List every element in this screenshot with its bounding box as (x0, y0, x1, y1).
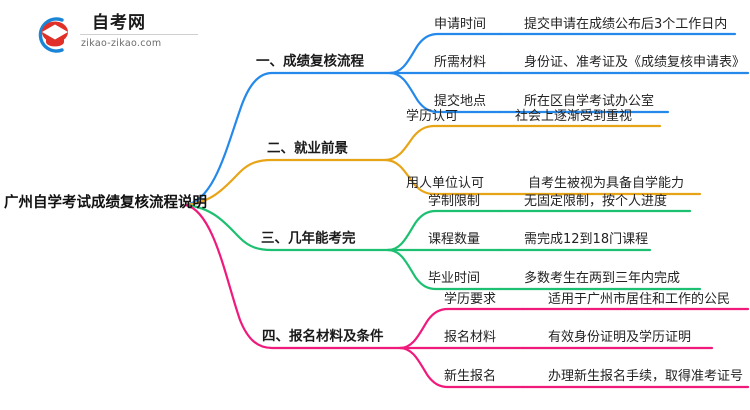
branch-node-1-label: 一、成绩复核流程 (256, 53, 364, 70)
branch-2-to-sub-2-line (383, 158, 502, 196)
sub-node-2-1-label: 学历认可 (406, 109, 459, 124)
leaf-node-2-1[interactable]: 社会上逐渐受到重视 (515, 110, 632, 123)
sub-node-2-1[interactable]: 学历认可 (406, 110, 458, 123)
leaf-node-1-3[interactable]: 所在区自学考试办公室 (524, 95, 654, 108)
sub-node-4-2[interactable]: 报名材料 (444, 331, 496, 344)
sub-node-3-2-label: 课程数量 (428, 232, 481, 247)
sub-node-4-1[interactable]: 学历要求 (444, 293, 496, 306)
leaf-node-3-3-label: 多数考生在两到三年内完成 (524, 271, 681, 286)
sub-node-4-3[interactable]: 新生报名 (444, 370, 496, 383)
leaf-node-3-2-label: 需完成12到18门课程 (524, 232, 649, 247)
sub-node-1-3-label: 提交地点 (434, 94, 487, 109)
branch-node-4-label: 四、报名材料及条件 (262, 328, 384, 345)
branch-node-3-label: 三、几年能考完 (261, 230, 356, 247)
sub-node-3-3-label: 毕业时间 (428, 271, 481, 286)
site-logo: 自考网 zikao-zikao.com (30, 12, 200, 58)
branch-1-to-sub-3-line (388, 71, 502, 114)
leaf-node-4-3-label: 办理新生报名手续，取得准考证号 (548, 369, 744, 384)
leaf-node-2-2[interactable]: 自考生被视为具备自学能力 (528, 177, 684, 190)
root-to-branch-4-line (184, 203, 402, 350)
root-node-label: 广州自学考试成绩复核流程说明 (4, 195, 207, 211)
leaf-node-2-2-label: 自考生被视为具备自学能力 (528, 176, 685, 191)
leaf-node-4-1-label: 适用于广州市居住和工作的公民 (548, 292, 731, 307)
branch-node-2[interactable]: 二、就业前景 (267, 140, 348, 157)
logo-text-block: 自考网 zikao-zikao.com (80, 13, 198, 50)
sub-node-3-2[interactable]: 课程数量 (428, 233, 480, 246)
leaf-node-3-1-label: 无固定限制，按个人进度 (524, 194, 668, 209)
branch-3-to-sub-1-line (386, 209, 502, 252)
leaf-node-4-3[interactable]: 办理新生报名手续，取得准考证号 (548, 370, 743, 383)
root-node[interactable]: 广州自学考试成绩复核流程说明 (4, 196, 207, 211)
sub-node-3-1-label: 学制限制 (428, 194, 481, 209)
leaf-node-4-2[interactable]: 有效身份证明及学历证明 (548, 331, 691, 344)
sub-node-4-3-label: 新生报名 (444, 369, 497, 384)
leaf-node-4-1[interactable]: 适用于广州市居住和工作的公民 (548, 293, 730, 306)
branch-4-to-sub-3-line (398, 346, 525, 389)
branch-node-4[interactable]: 四、报名材料及条件 (262, 328, 384, 345)
sub-node-1-1-label: 申请时间 (434, 17, 487, 32)
sub-node-1-2-label: 所需材料 (434, 55, 487, 70)
leaf-node-1-2[interactable]: 身份证、准考证及《成绩复核申请表》 (524, 56, 745, 69)
sub-node-4-2-label: 报名材料 (444, 330, 497, 345)
leaf-node-1-2-label: 身份证、准考证及《成绩复核申请表》 (524, 55, 746, 70)
leaf-node-3-3[interactable]: 多数考生在两到三年内完成 (524, 272, 680, 285)
leaf-node-1-1-label: 提交申请在成绩公布后3个工作日内 (524, 17, 728, 32)
sub-node-1-3[interactable]: 提交地点 (434, 95, 486, 108)
root-to-branch-1-line (184, 71, 392, 207)
branch-2-to-sub-1-line (383, 124, 502, 162)
sub-node-3-3[interactable]: 毕业时间 (428, 272, 480, 285)
sub-node-1-2[interactable]: 所需材料 (434, 56, 486, 69)
leaf-node-4-2-label: 有效身份证明及学历证明 (548, 330, 692, 345)
leaf-node-1-3-label: 所在区自学考试办公室 (524, 94, 655, 109)
sub-node-2-2[interactable]: 用人单位认可 (406, 177, 484, 190)
logo-domain: zikao-zikao.com (81, 38, 162, 49)
branch-3-to-sub-3-line (386, 248, 502, 291)
logo-title: 自考网 (80, 13, 198, 35)
leaf-node-2-1-label: 社会上逐渐受到重视 (515, 109, 633, 124)
graduation-cap-icon (38, 17, 68, 53)
leaf-node-1-1[interactable]: 提交申请在成绩公布后3个工作日内 (524, 18, 727, 31)
branch-1-to-sub-1-line (388, 32, 502, 75)
sub-node-1-1[interactable]: 申请时间 (434, 18, 486, 31)
sub-node-2-2-label: 用人单位认可 (406, 176, 485, 191)
leaf-node-3-1[interactable]: 无固定限制，按个人进度 (524, 195, 667, 208)
leaf-node-3-2[interactable]: 需完成12到18门课程 (524, 233, 648, 246)
root-to-branch-2-line (184, 158, 387, 207)
branch-node-1[interactable]: 一、成绩复核流程 (256, 53, 364, 70)
sub-node-4-1-label: 学历要求 (444, 292, 497, 307)
branch-node-2-label: 二、就业前景 (267, 140, 348, 157)
branch-4-to-sub-1-line (398, 307, 525, 350)
branch-node-3[interactable]: 三、几年能考完 (261, 230, 356, 247)
root-to-branch-3-line (184, 203, 390, 252)
sub-node-3-1[interactable]: 学制限制 (428, 195, 480, 208)
